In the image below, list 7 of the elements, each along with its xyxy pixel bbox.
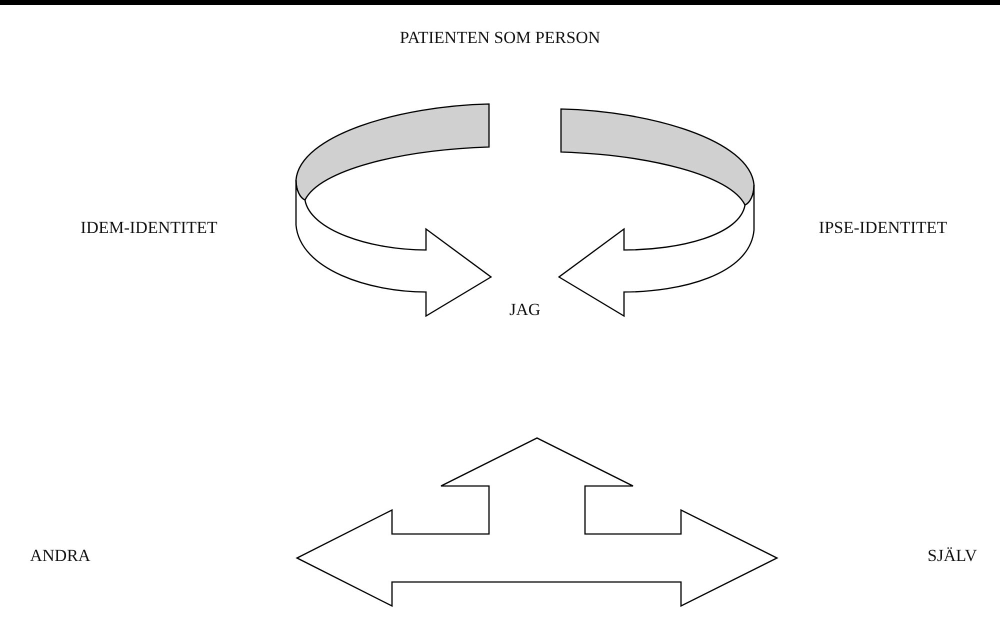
node-label: IPSE-IDENTITET <box>818 218 948 238</box>
diagram-title: PATIENTEN SOM PERSON <box>398 28 602 48</box>
node-label: JAG <box>508 299 542 321</box>
node-label: IDEM-IDENTITET <box>80 218 218 238</box>
three-way-block-arrow <box>296 437 778 608</box>
node-label: SJÄLV <box>928 546 977 566</box>
node-label: ANDRA <box>30 546 90 566</box>
